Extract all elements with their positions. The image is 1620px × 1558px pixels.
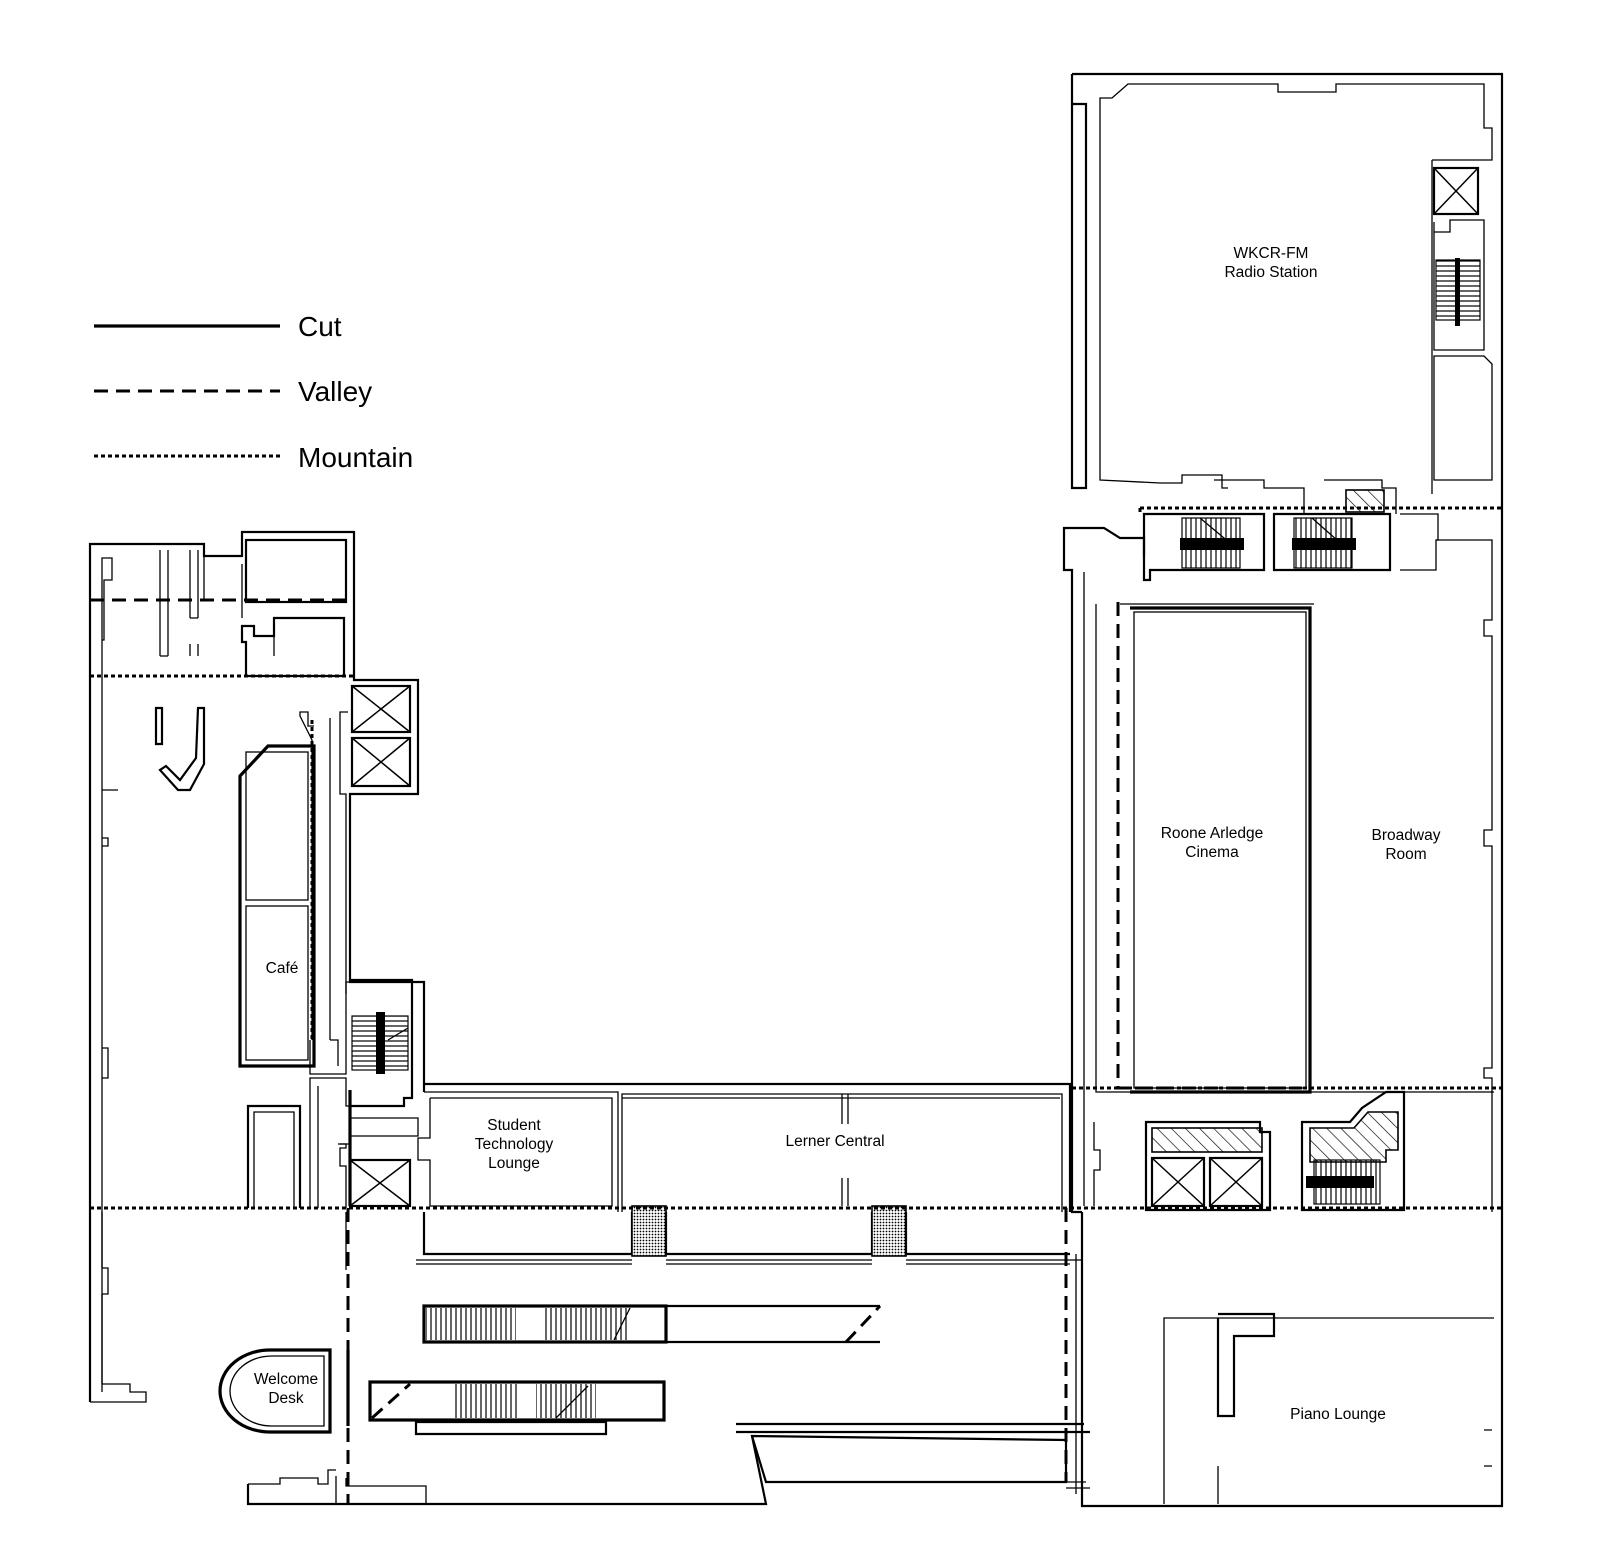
cinema-label-line1: Roone Arledge — [1161, 825, 1264, 842]
cinema-wing: Roone Arledge Cinema Broadway Room — [1062, 479, 1494, 1214]
piano-lounge: Piano Lounge — [1163, 1312, 1494, 1504]
piano-lounge-label: Piano Lounge — [1290, 1406, 1386, 1423]
west-wing: Café — [88, 530, 426, 1403]
broadway-label-line1: Broadway — [1372, 827, 1441, 844]
tech-lounge-label-line1: Student — [487, 1117, 541, 1134]
broadway-label-line2: Room — [1385, 846, 1426, 863]
wkcr-label-line1: WKCR-FM — [1234, 245, 1309, 262]
fold-lines — [90, 506, 1502, 1504]
lerner-central-label: Lerner Central — [785, 1133, 884, 1150]
tech-lounge-label-line2: Technology — [475, 1136, 554, 1153]
welcome-desk-label-line2: Desk — [268, 1390, 304, 1407]
legend-cut-label: Cut — [298, 311, 342, 342]
legend-valley-label: Valley — [298, 376, 372, 407]
cafe-label: Café — [266, 960, 299, 977]
legend: Cut Valley Mountain — [94, 311, 413, 473]
tech-lounge-label-line3: Lounge — [488, 1155, 540, 1172]
wkcr-label-line2: Radio Station — [1224, 264, 1317, 281]
legend-mountain-label: Mountain — [298, 442, 413, 473]
wkcr-wing: WKCR-FM Radio Station — [1070, 72, 1504, 1508]
welcome-desk-label-line1: Welcome — [254, 1371, 318, 1388]
cinema-label-line2: Cinema — [1185, 844, 1239, 861]
